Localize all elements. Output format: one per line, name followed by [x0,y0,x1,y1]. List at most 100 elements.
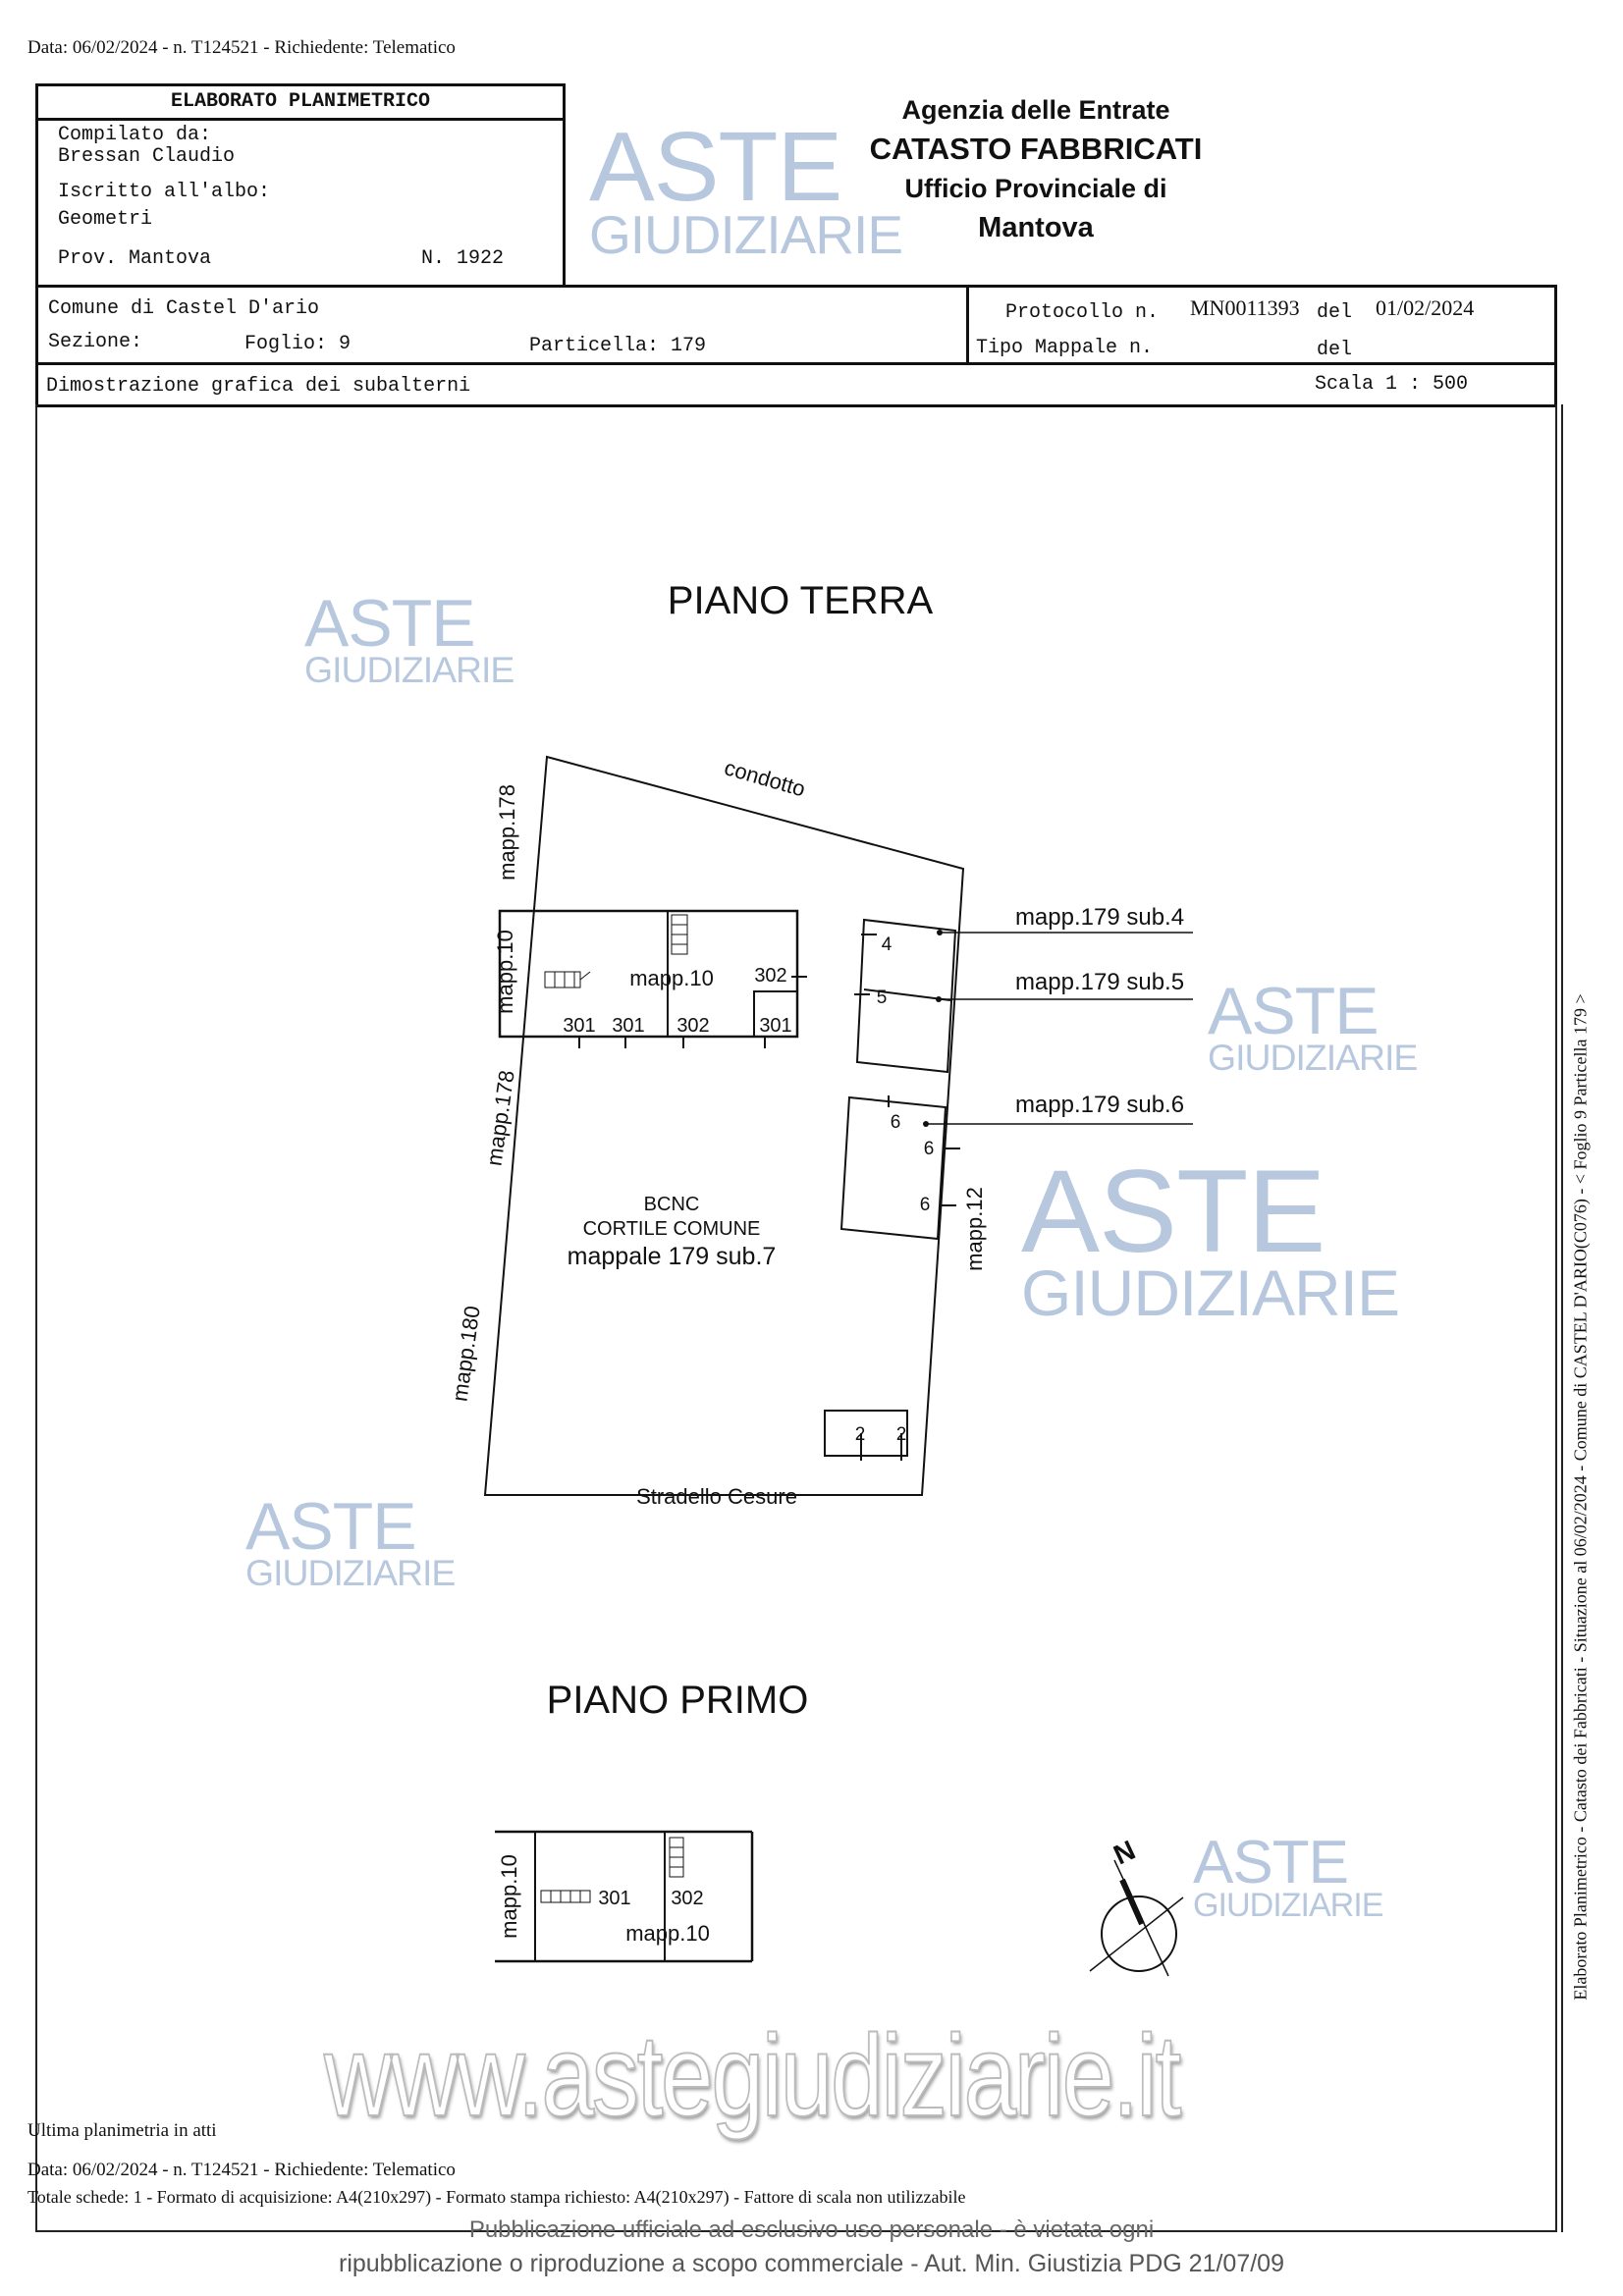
sub4-label: mapp.179 sub.4 [1015,904,1184,931]
watermark-line1: ASTE [1021,1146,1325,1277]
compiled-by-label: Compilato da: [58,124,212,146]
agency-block: Agenzia delle Entrate CATASTO FABBRICATI… [815,90,1257,247]
protocollo-label: Protocollo n. [1005,301,1160,324]
stairs-icon [669,1837,684,1878]
watermark-line1: ASTE [1193,1829,1349,1896]
first-floor-title: PIANO PRIMO [547,1679,809,1722]
compiled-by: Bressan Claudio [58,145,236,168]
mapp10-left-label: mapp.10 [493,930,517,1014]
sub6-number: 6 [920,1195,931,1215]
watermark-line2: GIUDIZIARIE [1208,1037,1418,1079]
mapp180-label: mapp.180 [447,1305,484,1403]
description: Dimostrazione grafica dei subalterni [46,375,471,398]
side-caption: Elaborato Planimetrico - Catasto dei Fab… [1570,993,1591,2001]
comune: Comune di Castel D'ario [48,297,320,320]
watermark-line1: ASTE [245,1489,417,1564]
protocollo-date: 01/02/2024 [1376,295,1475,320]
mapp12-label: mapp.12 [962,1187,987,1271]
last-plan-note: Ultima planimetria in atti [27,2120,217,2141]
sub6-label: mapp.179 sub.6 [1015,1092,1184,1118]
bcnc-label: BCNC [644,1194,700,1215]
sub2-building [824,1410,908,1457]
building-label: mapp.10 [629,966,714,990]
stairs-icon [544,971,591,988]
agency-city: Mantova [978,212,1094,243]
registration-number: N. 1922 [421,247,505,270]
watermark-line2: GIUDIZIARIE [304,649,514,691]
ground-floor-title: PIANO TERRA [668,579,934,622]
registered-label: Iscritto all'albo: [58,181,271,203]
drawing-frame [35,404,1557,2232]
watermark-line1: ASTE [589,112,842,222]
first-floor-mapp10-left: mapp.10 [497,1854,521,1939]
del-label: del [1317,301,1353,324]
header-line: Data: 06/02/2024 - n. T124521 - Richiede… [27,37,456,58]
document-title: ELABORATO PLANIMETRICO [38,86,563,121]
mapp178-top-label: mapp.178 [495,784,519,881]
watermark-line1: ASTE [1208,974,1380,1048]
cortile-label: CORTILE COMUNE [583,1218,761,1240]
mappale-sub7-label: mappale 179 sub.7 [568,1243,777,1270]
agency-office: Ufficio Provinciale di [904,174,1167,203]
first-floor-sub301: 301 [598,1888,630,1909]
agency-department: CATASTO FABBRICATI [869,132,1203,166]
sub4-sub5-building [855,918,957,1074]
north-letter: N [1109,1835,1139,1871]
building-mapp10 [498,909,799,1039]
sezione: Sezione: [48,331,143,353]
particella: Particella: 179 [529,335,707,357]
sub5-number: 5 [877,988,888,1008]
tipo-mappale: Tipo Mappale n. [976,337,1154,359]
title-box: ELABORATO PLANIMETRICO Compilato da: Bre… [35,83,566,288]
first-floor-building [495,1830,754,1963]
footer-totale: Totale schede: 1 - Formato di acquisizio… [27,2187,966,2207]
footer-data-line: Data: 06/02/2024 - n. T124521 - Richiede… [27,2160,456,2180]
sub2-number: 2 [855,1424,866,1445]
province: Prov. Mantova [58,247,212,270]
watermark-line2: GIUDIZIARIE [245,1552,456,1594]
sub6-number: 6 [924,1139,935,1159]
foglio: Foglio: 9 [244,333,352,355]
sub6-number: 6 [891,1112,901,1133]
north-compass-icon: N [1089,1835,1184,1977]
watermark-line1: ASTE [304,586,476,661]
publication-notice: ripubblicazione o riproduzione a scopo c… [339,2250,1284,2277]
scale: Scala 1 : 500 [1315,373,1469,396]
description-row: Dimostrazione grafica dei subalterni Sca… [35,362,1557,407]
sub5-label: mapp.179 sub.5 [1015,969,1184,995]
protocollo-number: MN0011393 [1190,295,1300,320]
sub-label: 302 [676,1015,709,1037]
sub6-building [839,1095,947,1241]
publication-notice: Pubblicazione ufficiale ad esclusivo uso… [468,2216,1155,2243]
agency-name: Agenzia delle Entrate [901,95,1170,125]
first-floor-sub302: 302 [671,1888,703,1909]
sub-label: 301 [563,1015,595,1037]
sub302-label: 302 [754,965,786,987]
tick-marks [578,934,960,1461]
leader-dots [923,930,943,1127]
stairs-icon [671,914,688,955]
del-label: del [1317,339,1353,361]
watermark-line2: GIUDIZIARIE [1021,1256,1400,1329]
watermark-line2: GIUDIZIARIE [589,204,903,265]
street-label: Stradello Cesure [636,1484,797,1509]
lot-boundary [483,755,965,1496]
sub4-number: 4 [882,934,893,955]
condotto-label: condotto [722,755,808,801]
first-floor-building-label: mapp.10 [625,1921,710,1946]
frame-double-line [1561,404,1563,2232]
sub-label: 301 [759,1015,791,1037]
watermark-line2: GIUDIZIARIE [1193,1886,1383,1924]
stairs-icon [540,1890,591,1903]
registered: Geometri [58,208,153,231]
watermark-url: www.astegiudiziarie.it [323,2011,1182,2141]
sub2-number: 2 [896,1424,907,1445]
sub301-room [753,990,798,1038]
